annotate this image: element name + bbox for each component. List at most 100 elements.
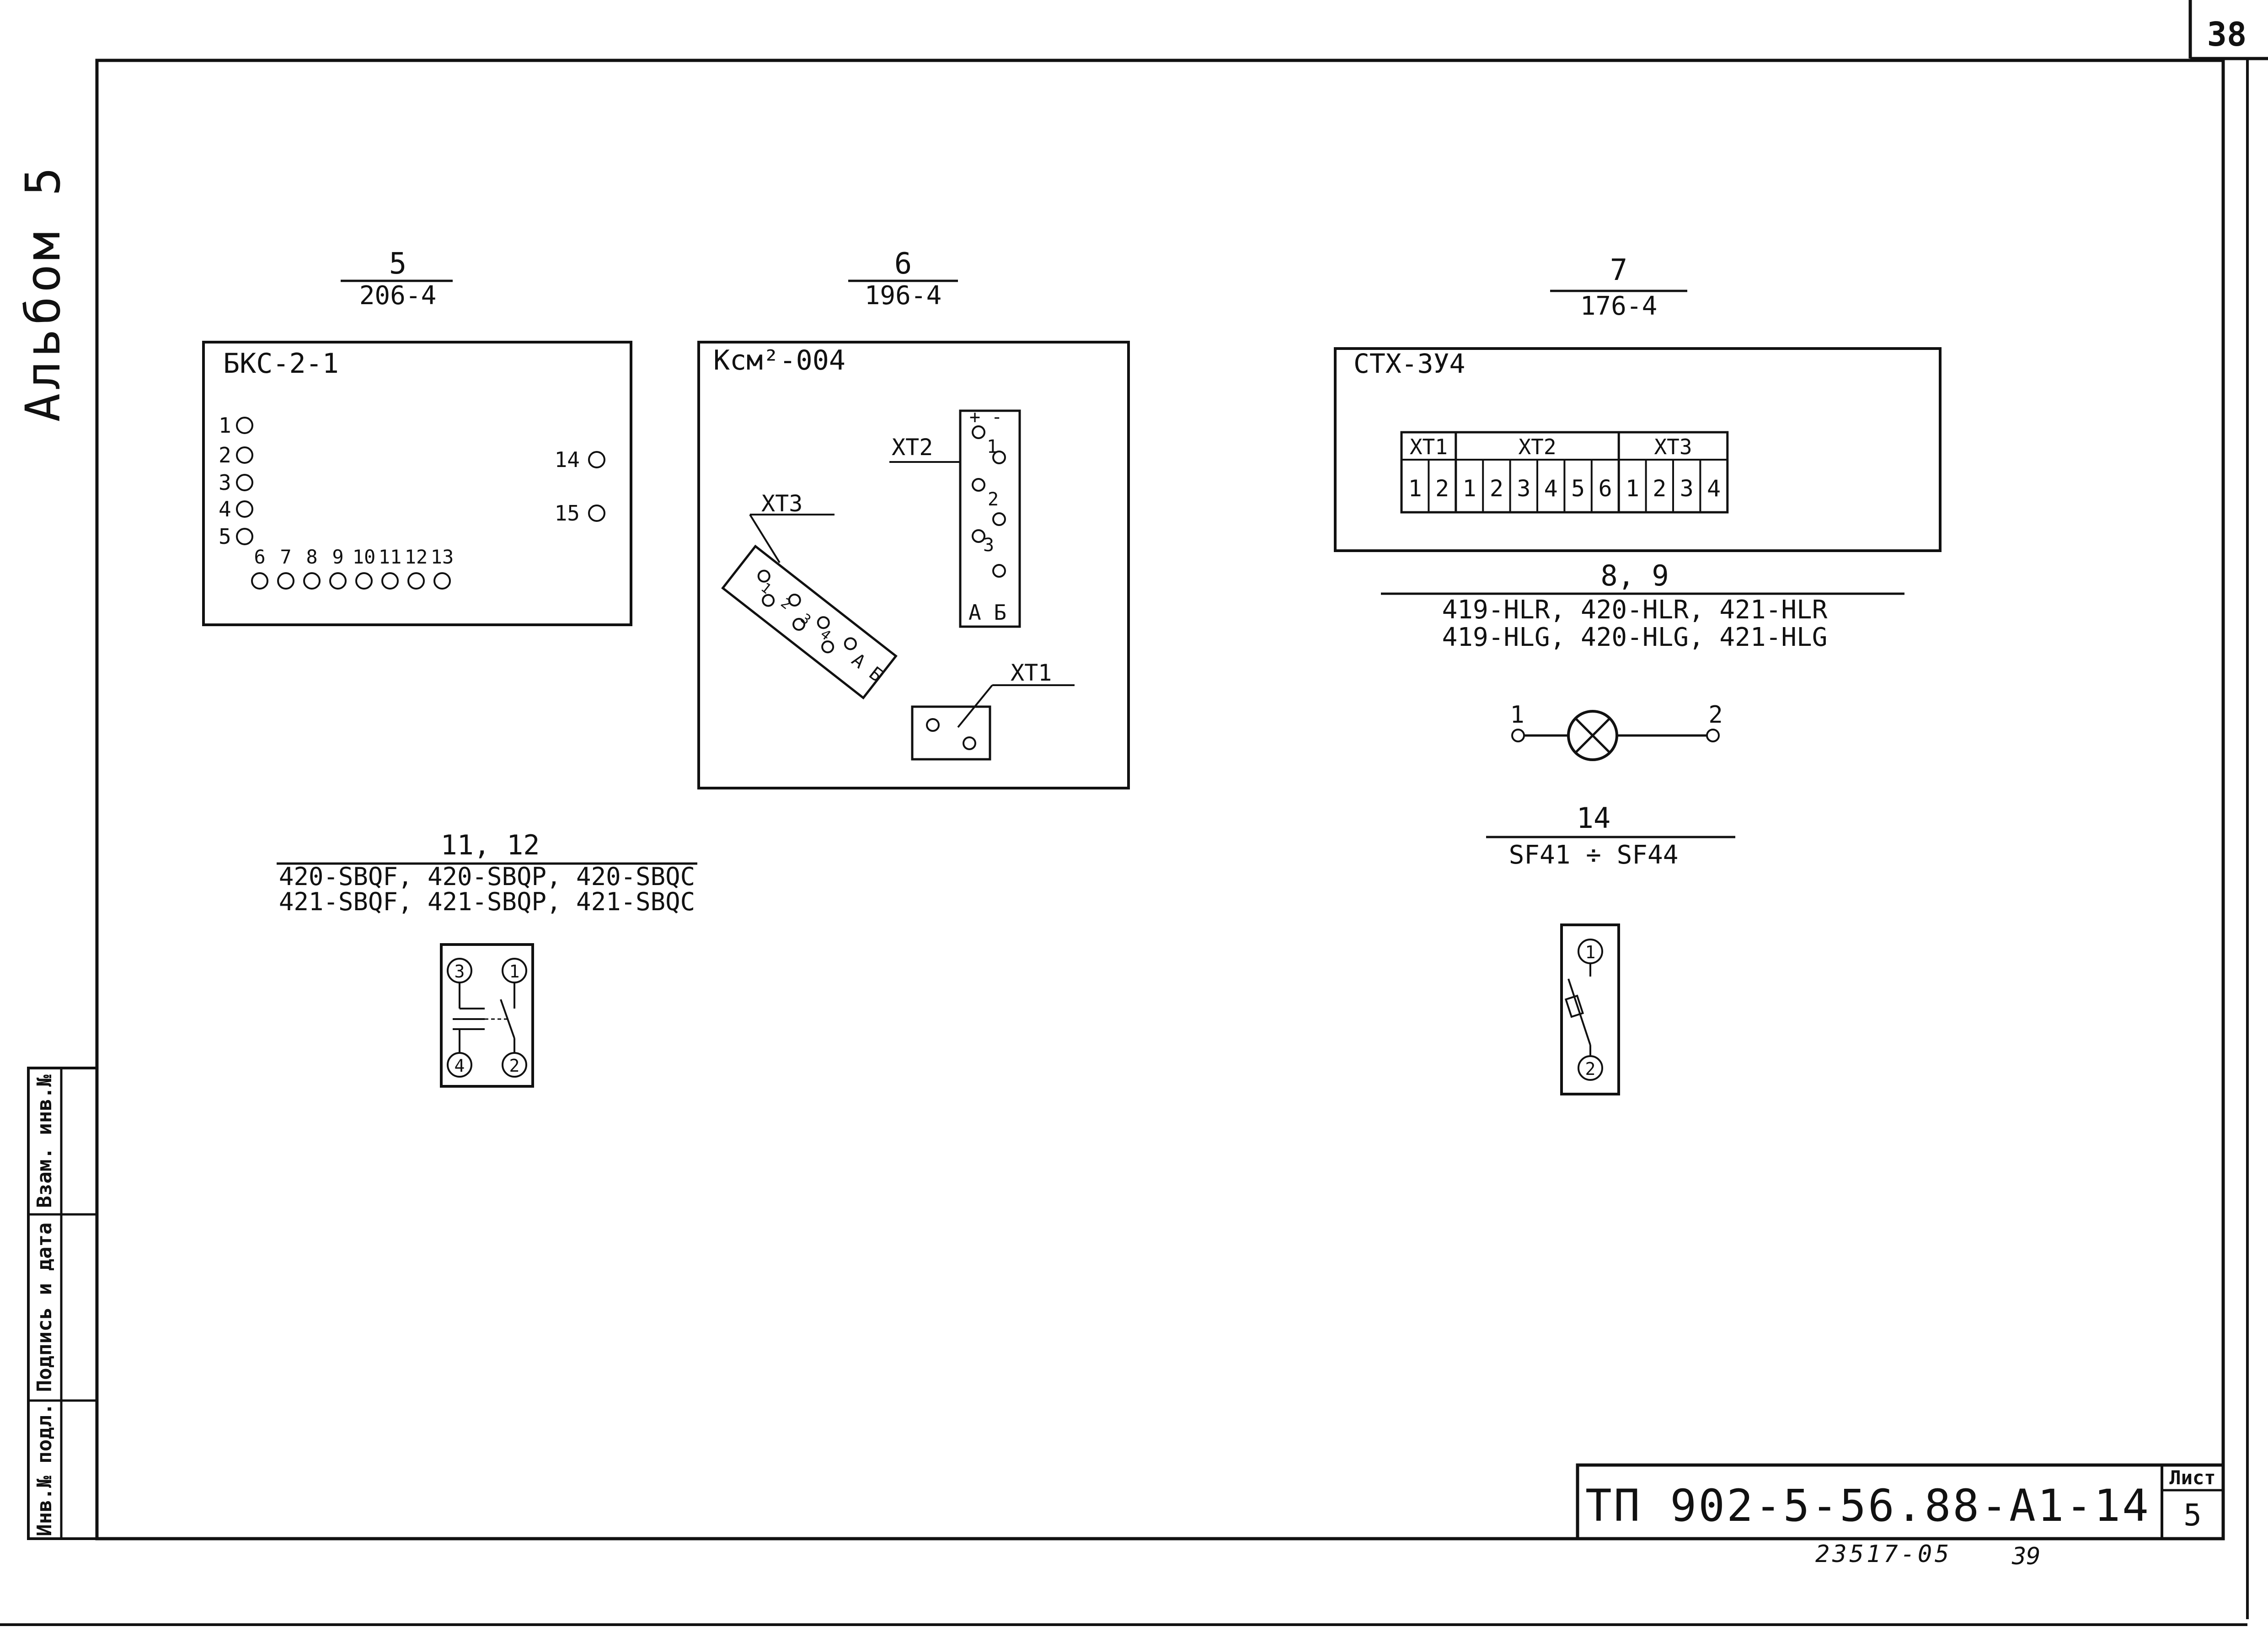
b6-body [697,341,1130,789]
b6-xt3-end: А Б [848,650,887,687]
b5-terminal-label: 12 [405,546,428,568]
b7-pin-label: 3 [1517,475,1530,502]
b5-terminal-label: 3 [219,470,231,495]
b89-position-no: 8, 9 [1600,559,1669,592]
b6-xt1-label: ХТ1 [1011,660,1052,686]
sheet-label: Лист [2169,1466,2215,1489]
page-number-box: 38 [2188,0,2268,1619]
b7-pin-label: 2 [1653,475,1666,502]
b5-terminal-label: 11 [379,546,402,568]
b6-xt2-label: ХТ2 [892,434,933,461]
b5-terminal-label: 9 [332,546,343,568]
b7-type: СТХ-3У4 [1353,348,1465,379]
archive-page: 39 [2011,1543,2041,1570]
b7-pin-label: 1 [1462,475,1476,502]
b7-position-no: 7 [1610,253,1628,287]
b7-pin-label: 4 [1544,475,1558,502]
archive-number: 23517-05 [1815,1541,1952,1568]
block-14-breakers: 14 SF41 ÷ SF44 1 2 [1486,801,1735,1095]
b5-terminal-label: 14 [555,447,580,472]
b7-pin-label: 1 [1408,475,1422,502]
b1112-line2: 421-SBQF, 421-SBQP, 421-SBQC [279,887,695,916]
drawing-designation: ТП 902-5-56.88-А1-14 [1585,1480,2150,1531]
b5-terminal-label: 10 [353,546,376,568]
b5-terminal-label: 4 [219,497,231,521]
breaker-symbol: 1 2 [1560,923,1620,1095]
b7-pin-label: 1 [1626,475,1639,502]
b7-group-label: ХТ1 [1410,435,1448,459]
b5-terminal-label: 1 [219,413,231,438]
album-label: Альбом 5 [15,164,71,422]
block-8-9-lamps: 8, 9 419-HLR, 420-HLR, 421-HLR 419-HLG, … [1381,559,1904,761]
b7-pin-label: 6 [1598,475,1612,502]
b6-xt2-pins: 1 2 3 [972,425,1006,578]
b5-body [202,341,632,626]
b89-line1: 419-HLR, 420-HLR, 421-HLR [1442,595,1828,625]
b6-xt3-pin-label: 3 [797,611,814,628]
lamp-symbol: 1 2 [1510,701,1723,761]
b5-terminal-label: 7 [280,546,291,568]
b5-terminal-label: 5 [219,524,231,549]
b5-position-no: 5 [389,247,407,281]
b7-group-label: ХТ3 [1654,435,1692,459]
pb-pin-3: 3 [455,961,465,982]
page-number: 38 [2207,15,2247,54]
push-button-symbol: 3 1 4 2 [440,943,534,1088]
b5-terminals-right: 14 15 [555,447,605,526]
b6-xt3-pin-label: 1 [758,580,774,597]
b5-terminal-label: 2 [219,443,231,467]
sheet-number: 5 [2183,1498,2202,1533]
b5-terminals-left: 1 2 34 5 [219,413,253,549]
b6-type: Ксм²-004 [713,344,845,376]
b6-xt2-pin-label: 3 [983,535,994,556]
b7-pin-label: 2 [1435,475,1449,502]
sheet-frame [95,59,2225,1541]
b6-xt1-box [911,705,991,761]
stamp-inv-no-original: Инв.№ подл. [33,1403,56,1536]
b14-line1: SF41 ÷ SF44 [1509,840,1679,870]
b1112-line1: 420-SBQF, 420-SBQP, 420-SBQC [279,862,695,891]
pb-pin-4: 4 [455,1056,465,1076]
b7-sheet-ref: 176-4 [1580,291,1658,321]
b14-position-no: 14 [1577,801,1611,835]
b6-xt2-pin-label: 2 [988,489,999,510]
stamp-replaced-inv-no: Взам. инв.№ [33,1074,56,1208]
b5-terminal-label: 13 [431,546,454,568]
b6-xt3-pin-label: 4 [817,626,834,644]
b5-terminal-label: 15 [555,501,580,526]
b6-position-no: 6 [894,247,912,281]
b6-xt2-top: + - [969,407,1002,428]
b7-body [1334,347,1942,552]
b6-xt2-strip [959,409,1021,628]
b5-sheet-ref: 206-4 [359,281,437,311]
cb-pin-2: 2 [1585,1059,1596,1079]
margin-stamp: Взам. инв.№ Подпись и дата Инв.№ подл. [27,1067,98,1540]
b6-xt2-bottom: А Б [968,600,1006,625]
title-block: ТП 902-5-56.88-А1-14 Лист 5 23517-05 39 [1576,1463,2225,1570]
b6-sheet-ref: 196-4 [865,281,942,311]
stamp-signature-date: Подпись и дата [33,1223,56,1392]
b7-pin-label: 5 [1571,475,1585,502]
b5-terminal-label: 8 [306,546,317,568]
b7-pin-label: 3 [1680,475,1694,502]
b6-xt3-label: ХТ3 [761,490,802,517]
block-11-12-switches: 11, 12 420-SBQF, 420-SBQP, 420-SBQC 421-… [277,829,697,1088]
cb-pin-1: 1 [1585,942,1596,962]
pb-pin-2: 2 [509,1056,520,1076]
pb-pin-1: 1 [509,961,520,982]
b5-terminal-label: 6 [254,546,265,568]
b1112-position-no: 11, 12 [441,829,540,861]
b7-pin-label: 2 [1490,475,1503,502]
b6-xt2-pin-label: 1 [987,436,998,457]
lamp-pin-right: 2 [1708,701,1722,729]
lamp-pin-left: 1 [1510,701,1524,729]
block-6-ksm: 6 196-4 Ксм²-004 ХТ2 + - 1 2 3 А Б ХТ3 123… [697,247,1130,789]
b7-pin-label: 4 [1707,475,1721,502]
b89-line2: 419-HLG, 420-HLG, 421-HLG [1442,623,1828,652]
